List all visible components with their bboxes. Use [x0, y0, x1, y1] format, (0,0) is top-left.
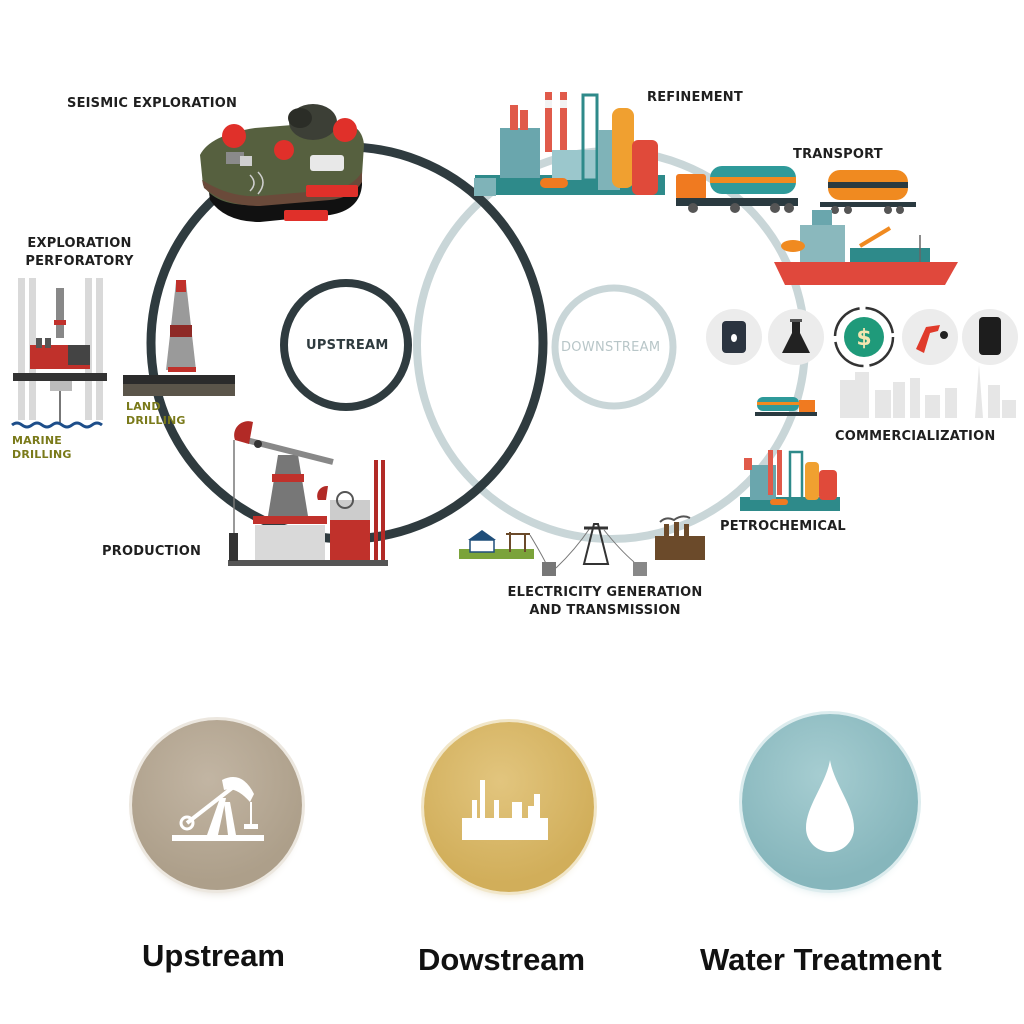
- label-exploration-perforatory-line2: PERFORATORY: [25, 254, 134, 269]
- category-upstream[interactable]: [128, 718, 308, 898]
- callout-seismograph: [333, 118, 357, 142]
- pumpjack-icon: [172, 777, 264, 841]
- seismic-terrain-illustration: [200, 104, 364, 222]
- label-electricity-line2: AND TRANSMISSION: [529, 603, 681, 618]
- commercialization-icon-row: $: [706, 306, 1024, 369]
- label-production: PRODUCTION: [102, 544, 202, 559]
- category-downstream-label: Dowstream: [418, 942, 586, 977]
- small-tanker-truck-illustration: [755, 397, 817, 416]
- fuel-nozzle-icon: [902, 309, 958, 365]
- electricity-transmission-illustration: [459, 515, 705, 576]
- callout-hydrocarbon-trap: [284, 210, 328, 221]
- city-skyline-illustration: [840, 365, 1016, 418]
- label-land-drilling: LAND DRILLING: [126, 400, 186, 428]
- label-marine-drilling-line2: DRILLING: [12, 448, 72, 461]
- upstream-badge: [132, 720, 302, 890]
- label-land-drilling-line1: LAND: [126, 400, 161, 413]
- category-upstream-label: Upstream: [142, 938, 285, 973]
- callout-geophones: [274, 140, 294, 160]
- category-water-treatment-label: Water Treatment: [700, 942, 942, 977]
- upstream-inner-ring: [280, 279, 412, 411]
- category-downstream[interactable]: [420, 720, 600, 900]
- tanker-ship-illustration: [774, 210, 958, 285]
- label-marine-drilling-line1: MARINE: [12, 434, 62, 447]
- callout-seismic-wave-path: [306, 185, 358, 197]
- label-petrochemical: PETROCHEMICAL: [720, 519, 846, 534]
- label-refinement: REFINEMENT: [647, 90, 743, 105]
- svg-text:$: $: [856, 326, 871, 351]
- upstream-ring-label: UPSTREAM: [306, 338, 389, 353]
- downstream-badge: [424, 722, 594, 892]
- water-treatment-badge: [742, 714, 918, 890]
- downstream-inner-ring: [551, 284, 677, 410]
- flask-icon: [768, 309, 824, 365]
- jerrycan-icon: [706, 309, 762, 365]
- tanker-truck-illustration: [676, 166, 798, 213]
- label-exploration-perforatory-line1: EXPLORATION: [27, 236, 132, 251]
- label-marine-drilling: MARINE DRILLING: [12, 434, 72, 462]
- water-drop-icon: [806, 760, 854, 852]
- downstream-ring-label: DOWNSTREAM: [561, 340, 661, 355]
- label-electricity-line1: ELECTRICITY GENERATION: [507, 585, 703, 600]
- callout-energy-source: [222, 124, 246, 148]
- label-commercialization: COMMERCIALIZATION: [835, 429, 996, 444]
- marine-drilling-rig-illustration: [11, 278, 107, 429]
- label-transport: TRANSPORT: [793, 147, 883, 162]
- label-seismic-exploration: SEISMIC EXPLORATION: [67, 96, 238, 111]
- production-facility-illustration: [228, 421, 388, 566]
- rail-tank-car-illustration: [820, 170, 916, 214]
- oil-barrel-icon: [962, 309, 1018, 365]
- label-land-drilling-line2: DRILLING: [126, 414, 186, 427]
- refinery-illustration: [474, 92, 665, 196]
- land-drilling-rig-illustration: [123, 280, 235, 396]
- label-electricity-generation: ELECTRICITY GENERATION AND TRANSMISSION: [500, 584, 710, 620]
- petrochemical-plant-illustration: [740, 450, 840, 511]
- label-exploration-perforatory: EXPLORATION PERFORATORY: [22, 235, 137, 271]
- refinery-icon: [462, 780, 548, 840]
- dollar-exchange-icon: $: [830, 303, 898, 371]
- category-water-treatment[interactable]: [738, 712, 928, 902]
